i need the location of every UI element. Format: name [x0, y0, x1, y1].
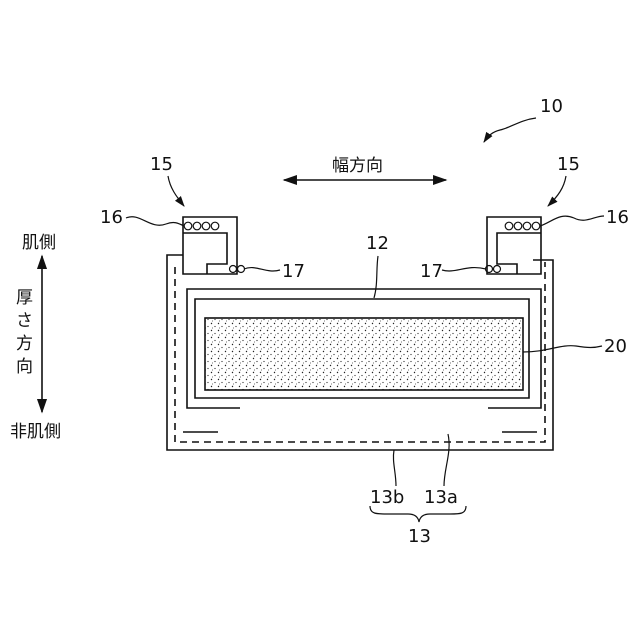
- width-direction-label: 幅方向: [332, 156, 383, 176]
- ref-15-left-label: 15: [150, 154, 173, 175]
- thickness-char-4: 向: [16, 357, 33, 377]
- ref-13b-label: 13b: [370, 487, 404, 508]
- ref-20-label: 20: [604, 336, 627, 357]
- absorber-20: [205, 318, 523, 390]
- ref-15-right-label: 15: [557, 154, 580, 175]
- ref-15-right-leader: [548, 176, 566, 206]
- ref-17-right-leader: [442, 268, 486, 271]
- non-skin-side-label: 非肌側: [10, 422, 61, 442]
- ref-16-right-label: 16: [606, 207, 629, 228]
- ref-16-left-leader: [126, 217, 184, 226]
- ref-13-brace: [370, 506, 466, 522]
- thickness-char-3: 方: [16, 334, 33, 354]
- skin-side-label: 肌側: [22, 233, 56, 253]
- ref-13-label: 13: [408, 526, 431, 547]
- ref-10-label: 10: [540, 96, 563, 117]
- ref-17-right-label: 17: [420, 261, 443, 282]
- right-flap-inner: [497, 233, 541, 274]
- left-flap-inner: [183, 233, 227, 274]
- ref-20-leader: [523, 346, 602, 352]
- thickness-char-2: さ: [16, 311, 33, 331]
- ref-16-left-label: 16: [100, 207, 123, 228]
- ref-12-leader: [374, 256, 378, 298]
- ref-13b-leader: [393, 450, 396, 486]
- thickness-char-1: 厚: [16, 288, 33, 308]
- ref-16-right-leader: [540, 216, 604, 226]
- right-elastic-16: [505, 222, 540, 230]
- ref-12-label: 12: [366, 233, 389, 254]
- ref-13a-label: 13a: [424, 487, 458, 508]
- ref-17-left-leader: [244, 268, 280, 271]
- ref-15-left-leader: [168, 176, 184, 206]
- left-elastic-16: [184, 222, 219, 230]
- ref-10-leader: [484, 118, 536, 142]
- ref-17-left-label: 17: [282, 261, 305, 282]
